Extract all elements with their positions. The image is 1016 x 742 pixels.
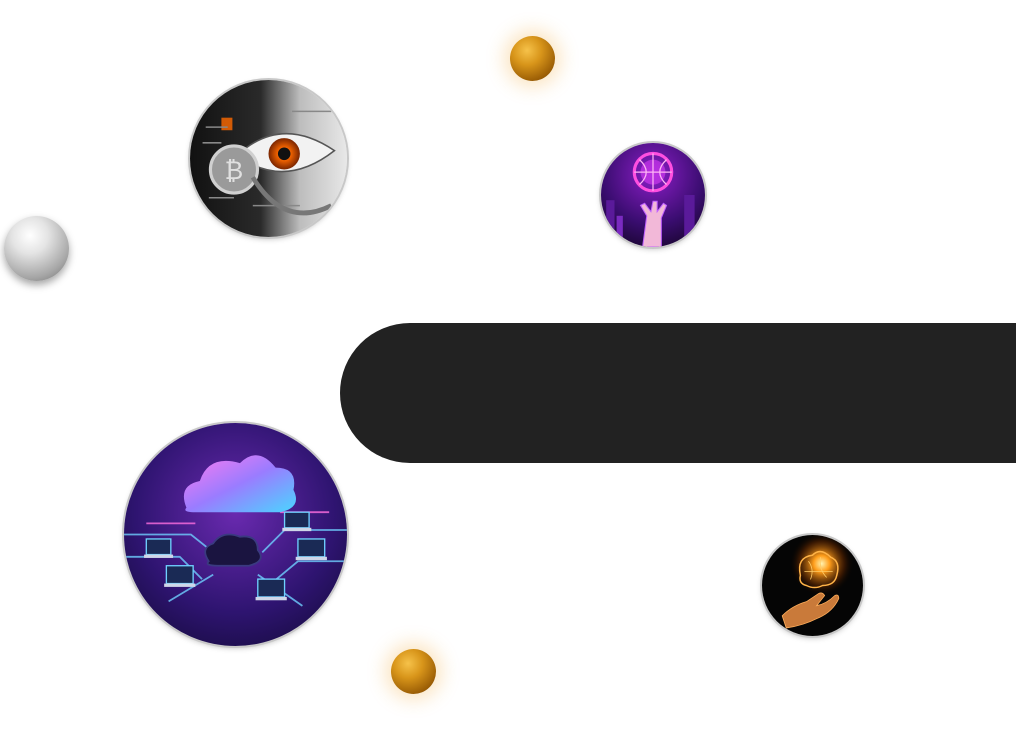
cloud-network-icon	[124, 423, 347, 646]
silver-orb	[4, 216, 69, 281]
gold-orb-bottom	[391, 649, 436, 694]
svg-text:₿: ₿	[225, 156, 244, 185]
globe-hand-icon	[601, 143, 705, 247]
brain-hand-icon	[762, 535, 863, 636]
bitcoin-eye-icon: ₿	[190, 80, 347, 237]
gold-orb-top	[510, 36, 555, 81]
dark-pill-banner	[340, 323, 1016, 463]
